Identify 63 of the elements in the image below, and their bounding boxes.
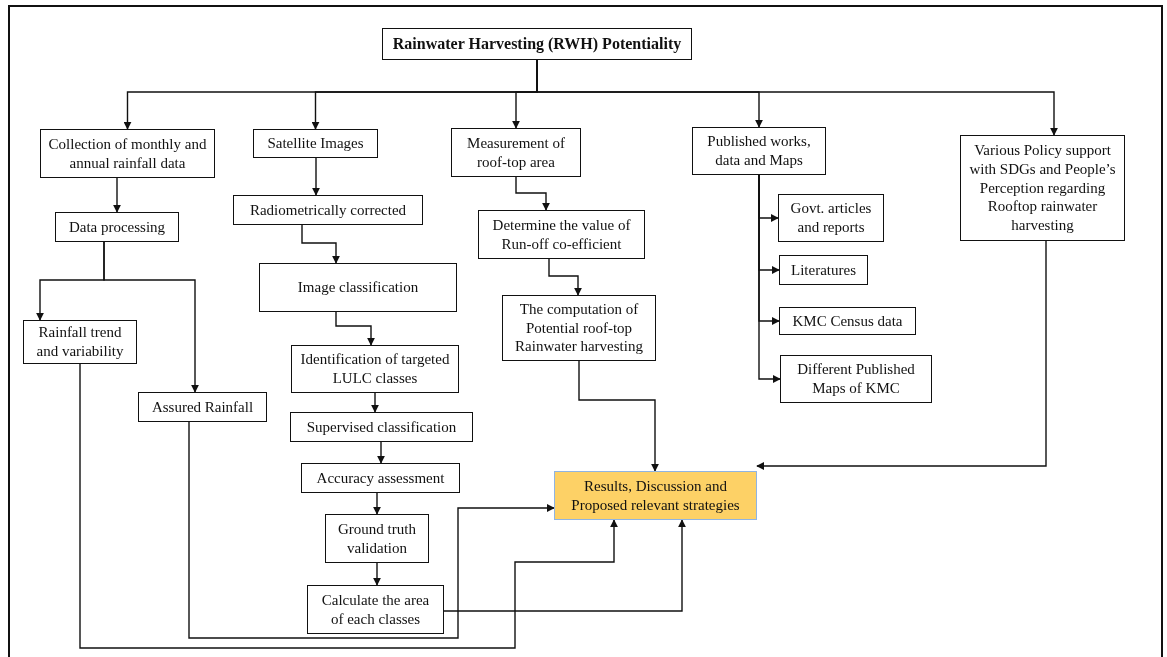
process-box: [451, 128, 581, 177]
arrow: [758, 174, 781, 383]
arrow: [301, 224, 340, 264]
arrow: [371, 392, 379, 413]
process-box: [780, 355, 932, 403]
arrow: [443, 519, 686, 612]
node-label: Calculate the area of each classes: [320, 590, 431, 629]
arrow: [548, 258, 582, 296]
process-box: [253, 129, 378, 158]
node-label: Collection of monthly and annual rainfall data: [47, 134, 208, 173]
arrow: [578, 360, 659, 472]
arrow: [79, 363, 618, 649]
process-box: [291, 345, 459, 393]
process-box: [478, 210, 645, 259]
node-label: Govt. articles and reports: [789, 199, 873, 237]
arrow: [377, 441, 385, 464]
node-label: Supervised classification: [306, 417, 457, 437]
node-label: Literatures: [791, 260, 856, 280]
process-box: [778, 194, 884, 242]
node-label: Data processing: [68, 217, 166, 237]
process-box: [55, 212, 179, 242]
node-label: Image classification: [297, 278, 419, 297]
arrow: [756, 240, 1047, 470]
node-label: The computation of Potential roof-top Rainwater harvesting: [514, 299, 644, 357]
process-box: [960, 135, 1125, 241]
result-box: [554, 471, 757, 520]
arrow: [373, 562, 381, 586]
process-box: [290, 412, 473, 442]
process-box: [138, 392, 267, 422]
node-label: Different Published Maps of KMC: [796, 360, 916, 398]
arrow: [312, 157, 320, 196]
process-box: [23, 320, 137, 364]
arrow: [515, 176, 550, 211]
node-label: Identification of targeted LULC classes: [299, 350, 451, 388]
process-box: [779, 255, 868, 285]
process-box: [382, 28, 692, 60]
arrow: [335, 311, 375, 346]
process-box: [502, 295, 656, 361]
node-label: Assured Rainfall: [151, 397, 254, 417]
arrow: [373, 492, 381, 515]
node-label: KMC Census data: [792, 311, 903, 331]
arrow: [188, 421, 555, 639]
process-box: [325, 514, 429, 563]
process-box: [692, 127, 826, 175]
node-label: Determine the value of Run-off co-efficient: [491, 215, 632, 254]
process-box: [779, 307, 916, 335]
node-label: Various Policy support with SDGs and People’s Perception regarding Rooftop rainwater harvesting: [968, 141, 1117, 235]
node-label: Measurement of roof-top area: [466, 133, 566, 172]
node-label: Radiometrically corrected: [249, 200, 407, 220]
node-label: Accuracy assessment: [316, 468, 445, 488]
node-label: Rainfall trend and variability: [35, 323, 125, 361]
node-label: Published works, data and Maps: [706, 132, 812, 170]
arrow: [113, 177, 121, 213]
process-box: [233, 195, 423, 225]
node-label: Ground truth validation: [337, 519, 417, 558]
node-label: Results, Discussion and Proposed relevant strategies: [570, 476, 741, 515]
process-box: [307, 585, 444, 634]
process-box: [301, 463, 460, 493]
arrow: [103, 241, 199, 393]
process-box: [40, 129, 215, 178]
process-box: [259, 263, 457, 312]
node-label: Satellite Images: [267, 134, 364, 153]
node-label: Rainwater Harvesting (RWH) Potentiality: [392, 34, 682, 54]
